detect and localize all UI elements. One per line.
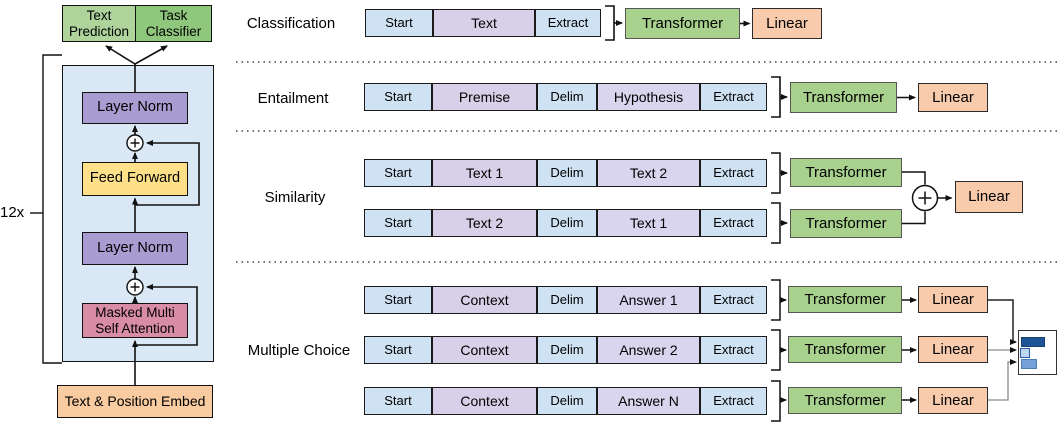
task-classifier-label-line2: Classifier [145,23,202,39]
sim-bracket-2 [771,202,781,244]
sim-row1-text2-token: Text 2 [597,159,700,187]
mc-row3-start-token: Start [364,387,432,415]
sim-linear-box: Linear [955,181,1023,213]
ent-bracket [771,76,781,118]
mc-row2-linear-box: Linear [918,336,988,363]
repeat-bracket [30,54,62,364]
feed-forward-label: Feed Forward [89,170,181,187]
text-prediction-label-line2: Prediction [68,23,130,39]
mc-row2-transformer-box: Transformer [788,336,902,363]
mc-bracket-3 [771,380,781,422]
mc-row1-linear-box: Linear [918,286,988,313]
mc-row1-extract-token: Extract [700,286,767,314]
score-bar-2 [1020,348,1030,358]
feed-forward-box: Feed Forward [82,162,188,196]
mc-row1-start-token: Start [364,286,432,314]
mc-bracket-2 [771,329,781,371]
ent-transformer-box: Transformer [790,82,897,113]
sim-row1-delim-token: Delim [537,159,597,187]
mc-row1-context-token: Context [432,286,537,314]
mc-output-routes [988,299,1017,401]
sim-row2-delim-token: Delim [537,209,597,237]
sim-row2-start-token: Start [364,209,432,237]
layer-norm-bottom-label: Layer Norm [97,239,173,256]
masked-attention-label-line2: Self Attention [95,320,175,336]
sim-row1-start-token: Start [364,159,432,187]
mc-row3-transformer-box: Transformer [788,387,902,414]
mc-row2-extract-token: Extract [700,336,767,364]
mc-row3-delim-token: Delim [537,387,597,415]
layer-norm-top-box: Layer Norm [82,92,188,124]
mc-row2-context-token: Context [432,336,537,364]
cls-bracket [605,5,615,41]
cls-text-token: Text [433,9,535,37]
sim-row1-text1-token: Text 1 [432,159,537,187]
mc-row2-answer-token: Answer 2 [597,336,700,364]
section-label-classification: Classification [246,14,336,32]
mc-row1-transformer-box: Transformer [788,286,902,313]
ent-hypothesis-token: Hypothesis [597,83,700,111]
sim-row2-text1-token: Text 1 [597,209,700,237]
mc-row2-delim-token: Delim [537,336,597,364]
task-classifier-box: Task Classifier [135,5,212,42]
cls-start-token: Start [365,9,433,37]
sim-row2-extract-token: Extract [700,209,767,237]
mc-row2-start-token: Start [364,336,432,364]
ent-start-token: Start [364,83,432,111]
layer-norm-top-label: Layer Norm [97,99,173,116]
ent-linear-box: Linear [918,83,988,112]
layer-norm-bottom-box: Layer Norm [82,232,188,265]
mc-row1-answer-token: Answer 1 [597,286,700,314]
sim-row1-transformer-box: Transformer [790,158,902,187]
mc-row3-answer-token: Answer N [597,387,700,415]
text-prediction-label-line1: Text [86,7,112,23]
section-label-entailment: Entailment [257,89,329,107]
embed-label: Text & Position Embed [64,393,206,410]
mc-row3-context-token: Context [432,387,537,415]
masked-attention-box: Masked Multi Self Attention [82,303,188,338]
repeat-count-label: 12x [0,204,25,221]
mc-bracket-1 [771,279,781,321]
sum-add-icon [911,184,939,212]
score-bar-3 [1020,359,1037,369]
cls-transformer-box: Transformer [625,8,740,39]
mc-row3-linear-box: Linear [918,387,988,414]
mc-row1-delim-token: Delim [537,286,597,314]
ent-delim-token: Delim [537,83,597,111]
sim-row1-extract-token: Extract [700,159,767,187]
ent-premise-token: Premise [432,83,537,111]
cls-extract-token: Extract [535,9,601,37]
cls-linear-box: Linear [752,8,822,39]
sim-bracket-1 [771,152,781,194]
sim-row2-text2-token: Text 2 [432,209,537,237]
embed-box: Text & Position Embed [57,385,213,418]
sim-row2-transformer-box: Transformer [790,209,902,238]
answer-score-chart [1018,330,1057,375]
masked-attention-label-line1: Masked Multi [95,304,175,320]
mc-row3-extract-token: Extract [700,387,767,415]
ent-extract-token: Extract [700,83,767,111]
section-label-similarity: Similarity [264,188,326,206]
section-label-multiple-choice: Multiple Choice [247,341,351,359]
score-bar-1 [1020,337,1045,347]
text-prediction-box: Text Prediction [62,5,136,42]
task-classifier-label-line1: Task [159,7,188,23]
